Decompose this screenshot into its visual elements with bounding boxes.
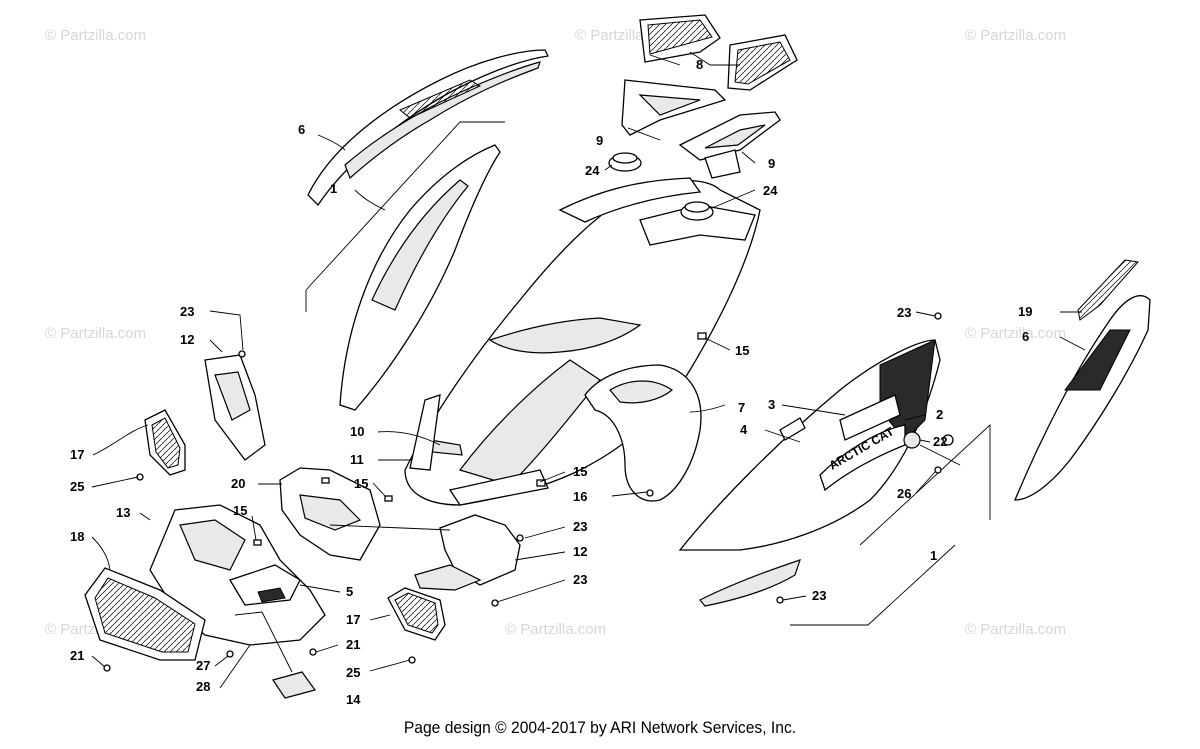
callout-21-left[interactable]: 21 [70,648,84,663]
callout-15-center[interactable]: 15 [354,476,368,491]
watermark-bottom-right: © Partzilla.com [965,621,1066,638]
callout-25-left[interactable]: 25 [70,479,84,494]
part-12-right-bracket[interactable] [414,514,521,591]
callout-18[interactable]: 18 [70,529,84,544]
callout-17-left[interactable]: 17 [70,447,84,462]
callout-21-right[interactable]: 21 [346,637,360,652]
callout-6-left[interactable]: 6 [298,122,305,137]
callout-5[interactable]: 5 [346,584,353,599]
callout-1-right[interactable]: 1 [930,548,937,563]
part-1-left-side-panel[interactable] [305,121,505,411]
callout-27[interactable]: 27 [196,658,210,673]
callout-28[interactable]: 28 [196,679,210,694]
fasteners[interactable] [103,312,954,672]
callout-23-center-a[interactable]: 23 [573,519,587,534]
callout-7[interactable]: 7 [738,400,745,415]
callout-24-left[interactable]: 24 [585,163,600,178]
callout-17-right[interactable]: 17 [346,612,360,627]
callout-15-mid[interactable]: 15 [573,464,587,479]
callout-23-center-b[interactable]: 23 [573,572,587,587]
part-12-left-bracket[interactable] [204,354,266,461]
watermark-top-left: © Partzilla.com [45,27,146,44]
callout-1-left[interactable]: 1 [330,181,337,196]
callout-24-right[interactable]: 24 [763,183,778,198]
part-7-air-box[interactable] [584,364,702,502]
callout-23-right-bottom[interactable]: 23 [812,588,826,603]
part-9-ducts[interactable] [621,79,781,179]
part-6-top-trim[interactable] [307,49,549,207]
callouts: 6 1 8 9 9 24 24 15 7 23 2 3 4 22 22 26 1… [70,57,1032,707]
watermark-top-right: © Partzilla.com [965,27,1066,44]
callout-12-right[interactable]: 12 [573,544,587,559]
callout-11[interactable]: 11 [350,452,364,467]
callout-23-right-top[interactable]: 23 [897,305,911,320]
callout-15-right-top[interactable]: 15 [735,343,749,358]
callout-2[interactable]: 2 [936,407,943,422]
part-8-vents[interactable] [639,14,798,91]
watermark-bottom-center: © Partzilla.com [505,621,606,638]
callout-4[interactable]: 4 [740,422,748,437]
callout-10[interactable]: 10 [350,424,364,439]
callout-6-right[interactable]: 6 [1022,329,1029,344]
part-17-left-grille[interactable] [144,409,186,476]
callout-23-left-top[interactable]: 23 [180,304,194,319]
callout-13[interactable]: 13 [116,505,130,520]
callout-15-left[interactable]: 15 [233,503,247,518]
part-central-hood[interactable] [404,177,761,506]
part-6-19-right-panel[interactable] [1014,259,1151,501]
part-2-3-4-right-side-panel[interactable]: ARCTIC CAT [678,339,991,626]
callout-12-left[interactable]: 12 [180,332,194,347]
callout-26[interactable]: 26 [897,486,911,501]
callout-9-left[interactable]: 9 [596,133,603,148]
callout-14[interactable]: 14 [346,692,361,707]
page-footer: Page design © 2004-2017 by ARI Network S… [403,718,797,737]
watermark-mid-left: © Partzilla.com [45,325,146,342]
part-20-center-bracket[interactable] [279,467,381,561]
watermark-mid-right: © Partzilla.com [965,325,1066,342]
part-24-grommets[interactable] [608,152,714,221]
callout-22-label[interactable]: 22 [933,434,947,449]
callout-20[interactable]: 20 [231,476,245,491]
callout-8[interactable]: 8 [696,57,703,72]
callout-16[interactable]: 16 [573,489,587,504]
callout-9-right[interactable]: 9 [768,156,775,171]
callout-19[interactable]: 19 [1018,304,1032,319]
callout-3[interactable]: 3 [768,397,775,412]
part-17-right-grille[interactable] [387,587,446,641]
part-14-decal[interactable] [234,611,316,699]
part-13-nose[interactable] [149,504,326,646]
leader-lines [91,51,1086,689]
callout-25-right[interactable]: 25 [346,665,360,680]
part-18-front-grille[interactable] [84,567,206,661]
